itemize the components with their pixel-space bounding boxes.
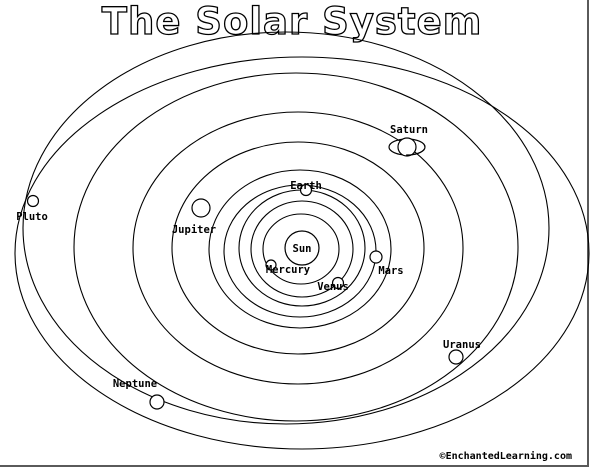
venus-label: Venus [317,281,349,293]
mercury-circle [265,259,277,271]
sun: Sun [284,230,320,266]
sun-circle [284,230,320,266]
saturn-label: Saturn [390,124,428,136]
jupiter-label: Jupiter [172,224,216,236]
credit-text: ©EnchantedLearning.com [440,450,572,462]
orbit-saturn [132,111,464,385]
venus-circle [331,276,345,290]
earth-label: Earth [290,180,322,192]
saturn-ring-front [388,138,426,156]
pluto: Pluto [16,194,48,223]
neptune-label: Neptune [113,378,157,390]
pluto-circle [26,194,40,208]
orbit-jupiter [171,141,425,355]
pluto-label: Pluto [16,211,48,223]
saturn-circle [397,137,417,157]
orbit-uranus [73,72,519,422]
orbit-belt [208,169,392,329]
page-title: The Solar System [102,0,483,43]
orbit-mercury [262,213,340,285]
orbits [14,31,590,450]
venus: Venus [317,276,349,293]
earth-circle [299,183,313,197]
sun-label: Sun [293,243,312,255]
neptune-circle [149,394,165,410]
mercury: Mercury [265,259,311,276]
mars-label: Mars [378,265,403,277]
saturn: Saturn [388,124,428,157]
jupiter: Jupiter [172,198,216,236]
orbit-neptune [22,31,550,425]
jupiter-circle [191,198,211,218]
mars-circle [369,250,383,264]
uranus-label: Uranus [443,339,481,351]
uranus: Uranus [443,339,481,365]
orbit-venus [250,200,354,298]
neptune: Neptune [113,378,165,410]
mercury-label: Mercury [266,264,311,276]
earth: Earth [290,180,322,197]
mars: Mars [369,250,404,277]
uranus-circle [448,349,464,365]
orbit-pluto [14,56,590,450]
